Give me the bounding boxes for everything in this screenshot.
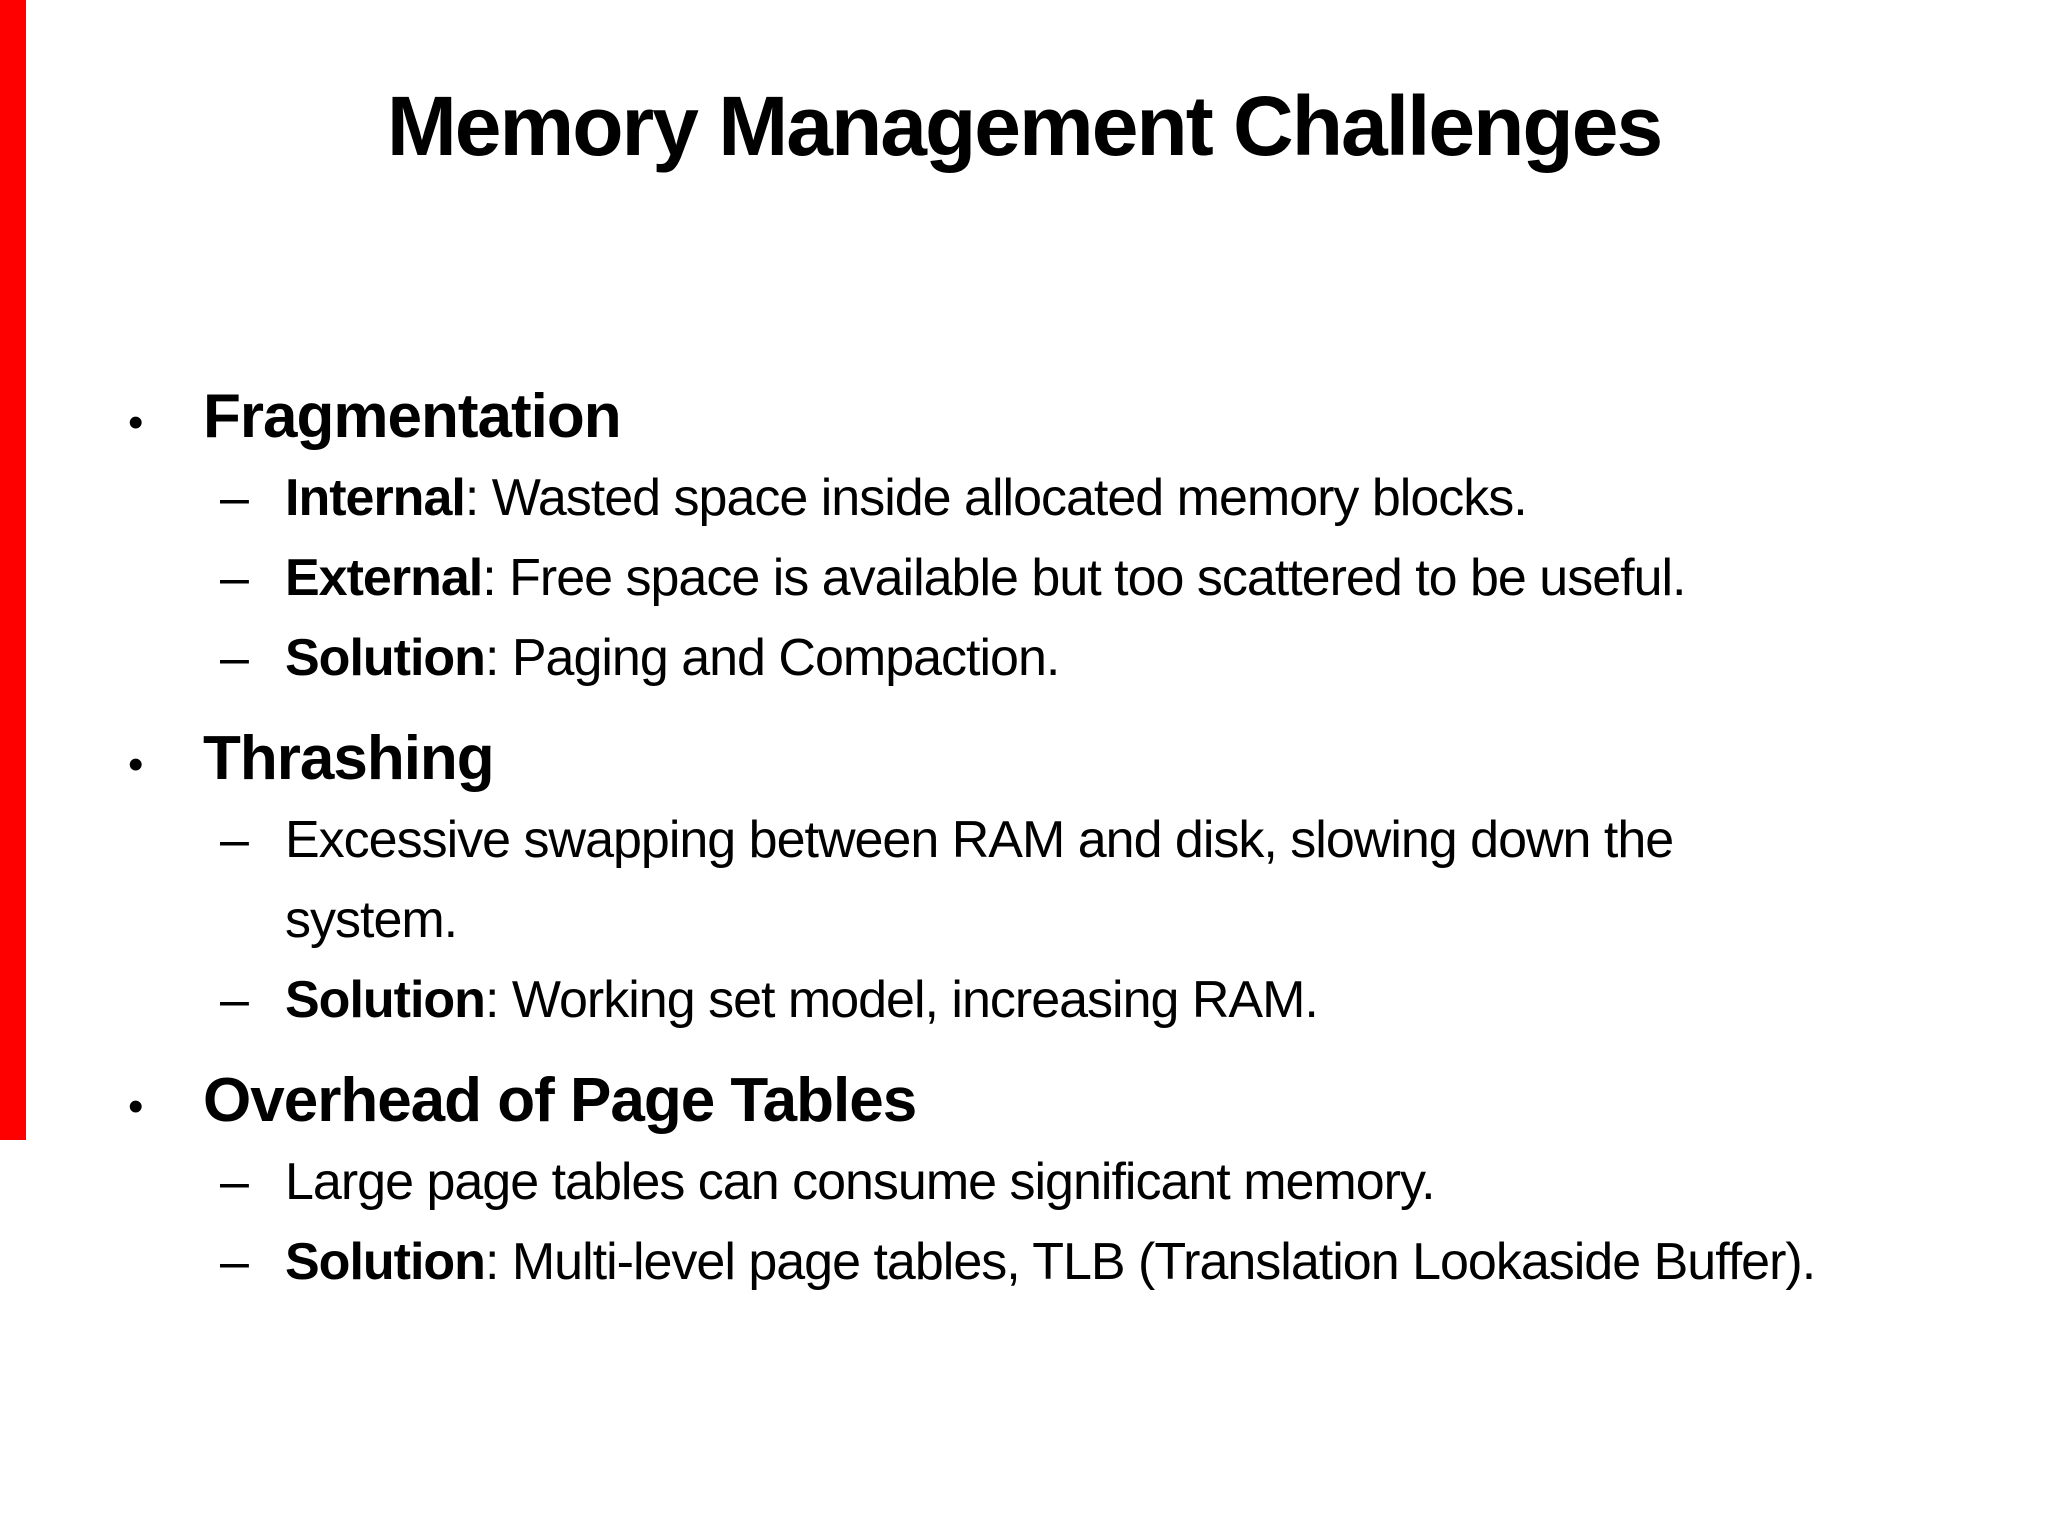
sub-text-lead: Solution	[285, 1233, 486, 1291]
sub-text: Internal: Wasted space inside allocated …	[285, 458, 1528, 538]
sub-text-rest: Large page tables can consume significan…	[285, 1153, 1436, 1211]
accent-bar	[0, 0, 26, 1140]
sub-text-rest: : Paging and Compaction.	[484, 629, 1060, 687]
bullet-marker-icon: •	[128, 398, 143, 447]
bullet-item: • Thrashing	[128, 724, 2008, 800]
sub-text: Large page tables can consume significan…	[285, 1142, 1436, 1222]
bullet-list: • Fragmentation – Internal: Wasted space…	[128, 382, 2008, 1302]
bullet-marker-icon: •	[128, 1082, 143, 1131]
bullet-label: Overhead of Page Tables	[203, 1066, 917, 1135]
sub-item: – Solution: Multi-level page tables, TLB…	[220, 1222, 2008, 1302]
sub-item: – Solution: Working set model, increasin…	[220, 960, 2008, 1040]
sublist: – Excessive swapping between RAM and dis…	[220, 800, 2008, 1040]
bullet-label: Thrashing	[203, 724, 495, 793]
sub-text-rest: : Free space is available but too scatte…	[482, 549, 1686, 607]
sub-text: Solution: Working set model, increasing …	[285, 960, 1319, 1040]
sub-text-rest: : Wasted space inside allocated memory b…	[464, 469, 1528, 527]
bullet-item: • Overhead of Page Tables	[128, 1066, 2008, 1142]
sub-text-rest: : Multi-level page tables, TLB (Translat…	[484, 1233, 1816, 1291]
sub-text: Solution: Multi-level page tables, TLB (…	[285, 1222, 1816, 1302]
dash-marker-icon: –	[220, 971, 249, 1029]
bullet-label: Fragmentation	[203, 382, 622, 451]
dash-marker-icon: –	[220, 549, 249, 607]
dash-marker-icon: –	[220, 469, 249, 527]
sub-item: – External: Free space is available but …	[220, 538, 2008, 618]
slide-title: Memory Management Challenges	[386, 79, 1663, 173]
sub-item: – Solution: Paging and Compaction.	[220, 618, 2008, 698]
sub-item: – Excessive swapping between RAM and dis…	[220, 800, 2008, 960]
sub-item: – Internal: Wasted space inside allocate…	[220, 458, 2008, 538]
bullet-item: • Fragmentation	[128, 382, 2008, 458]
sublist: – Internal: Wasted space inside allocate…	[220, 458, 2008, 698]
sub-text-lead: Internal	[285, 469, 466, 527]
dash-marker-icon: –	[220, 629, 249, 687]
sub-text: External: Free space is available but to…	[285, 538, 1687, 618]
dash-marker-icon: –	[220, 811, 249, 869]
sub-item: – Large page tables can consume signific…	[220, 1142, 2008, 1222]
dash-marker-icon: –	[220, 1233, 249, 1291]
sub-text-rest: Excessive swapping between RAM and disk,…	[285, 811, 1674, 949]
sub-text-lead: Solution	[285, 629, 486, 687]
sub-text: Solution: Paging and Compaction.	[285, 618, 1060, 698]
sub-text: Excessive swapping between RAM and disk,…	[285, 800, 1674, 960]
bullet-marker-icon: •	[128, 740, 143, 789]
sub-text-rest: : Working set model, increasing RAM.	[484, 971, 1319, 1029]
sub-text-lead: Solution	[285, 971, 486, 1029]
sub-text-lead: External	[285, 549, 483, 607]
dash-marker-icon: –	[220, 1153, 249, 1211]
sublist: – Large page tables can consume signific…	[220, 1142, 2008, 1302]
